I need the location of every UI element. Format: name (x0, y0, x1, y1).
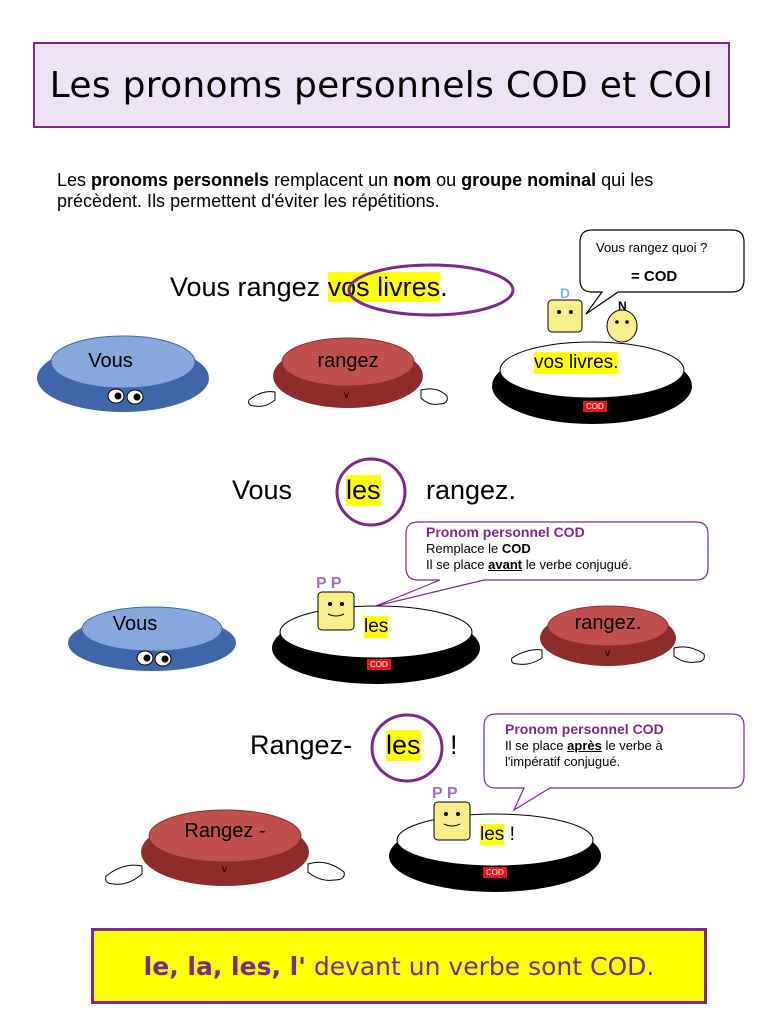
bubble-2-bold-underline: avant (488, 557, 523, 572)
circle-vos-livres (347, 263, 515, 317)
sentence-3-b: ! (450, 730, 458, 760)
blue-disc-shape (68, 606, 236, 671)
object-disc-shape (389, 813, 601, 892)
red-disc-shape (511, 605, 705, 666)
bubble-3-title: Pronom personnel COD (505, 721, 664, 737)
right-hand-icon (420, 388, 448, 405)
svg-text:D: D (560, 286, 570, 301)
disc-subject-1: Vous (36, 330, 211, 414)
disc-pronoun-3-label: les ! (480, 824, 515, 846)
speech-bubble-2 (375, 521, 709, 607)
disc-pronoun-3: les ! COD (388, 808, 602, 894)
page-title: Les pronoms personnels COD et COI (49, 64, 714, 106)
cod-tag: COD (482, 866, 508, 879)
eyes-icon (136, 650, 172, 667)
sentence-1: Vous rangez vos livres. (170, 272, 448, 303)
disc-verb-3: Rangez - v (102, 806, 348, 890)
disc-subject-2: Vous (67, 603, 237, 675)
bubble-2-text: le verbe conjugué. (522, 557, 632, 572)
left-hand-icon (511, 649, 543, 665)
intro-text: qui les précèdent. Ils permettent d'évit… (57, 170, 654, 211)
bubble-3-line-1: Il se place après le verbe à (505, 738, 663, 754)
sentence-3-highlight: les (386, 730, 421, 761)
svg-text:N: N (618, 299, 627, 313)
disc-object-1-label: vos livres. (534, 352, 619, 374)
disc-verb-2-label: rangez. (574, 612, 642, 634)
bubble-3-text: Il se place (505, 738, 568, 753)
disc-pronoun-3-les: les (480, 824, 505, 845)
sentence-1-start: Vous rangez (170, 272, 328, 302)
sentence-2-a: Vous (232, 475, 293, 505)
summary-rest: devant un verbe sont COD. (305, 951, 655, 981)
summary-text: le, la, les, l' devant un verbe sont COD… (144, 952, 655, 981)
disc-subject-2-label: Vous (112, 613, 158, 635)
disc-pronoun-2: les COD (270, 598, 482, 686)
bubble-3-bold-underline: après (567, 738, 602, 753)
blue-disc-shape (37, 335, 209, 412)
speech-bubble-3 (483, 713, 745, 812)
left-hand-icon (248, 391, 276, 407)
cod-tag: COD (582, 400, 608, 413)
bubble-3-text: le verbe à (601, 738, 663, 753)
disc-pronoun-2-label: les (364, 616, 389, 638)
pronom-character-icon: P P (432, 785, 471, 841)
disc-verb-2: rangez. v (508, 600, 708, 672)
disc-pronoun-3-excl: ! (509, 824, 515, 845)
pronom-character-icon: P P (316, 575, 355, 631)
object-disc-shape (272, 605, 480, 684)
disc-subject-1-label: Vous (88, 350, 133, 372)
intro-bold-groupe: groupe nominal (461, 170, 597, 190)
eyes-icon (107, 388, 144, 405)
disc-verb-1-label: rangez (317, 350, 379, 372)
disc-verb-1: rangez v (243, 334, 453, 414)
bubble-1-question: Vous rangez quoi ? (596, 240, 708, 255)
intro-bold-nom: nom (393, 170, 432, 190)
bubble-1-answer: = COD (631, 268, 678, 285)
title-box: Les pronoms personnels COD et COI (33, 42, 730, 128)
bubble-2-title: Pronom personnel COD (426, 524, 585, 540)
summary-box: le, la, les, l' devant un verbe sont COD… (91, 928, 707, 1004)
sentence-3-a: Rangez- (250, 730, 353, 760)
verb-mark: v (222, 864, 227, 875)
intro-text: remplacent un (269, 170, 394, 190)
summary-bold: le, la, les, l' (143, 951, 306, 981)
intro-text: Les (57, 170, 92, 190)
disc-object-1: vos livres. COD (490, 334, 694, 426)
intro-text: ou (431, 170, 462, 190)
sentence-2-b: rangez. (426, 475, 517, 505)
verb-mark: v (344, 390, 349, 401)
right-hand-icon (673, 646, 705, 663)
disc-verb-3-label: Rangez - (184, 820, 266, 842)
sentence-1-highlight: vos livres (327, 272, 441, 302)
pp-letters: P P (316, 575, 342, 592)
bubble-3-line-2: l'impératif conjugué. (505, 754, 621, 769)
circle-les-3 (370, 713, 444, 783)
sentence-1-end: . (440, 272, 448, 302)
bubble-2-line-2: Il se place avant le verbe conjugué. (426, 557, 632, 573)
intro-bold-pronoms: pronoms personnels (91, 170, 270, 190)
bubble-2-text: Il se place (426, 557, 489, 572)
verb-mark: v (605, 648, 610, 659)
red-disc-shape (105, 809, 345, 886)
bubble-2-bold: COD (501, 541, 531, 556)
cod-tag: COD (366, 658, 392, 671)
bubble-2-line-1: Remplace le COD (426, 541, 531, 557)
bubble-2-text: Remplace le (426, 541, 502, 556)
sentence-2-highlight: les (346, 475, 381, 506)
red-disc-shape (248, 337, 448, 408)
pp-letters: P P (432, 785, 458, 802)
speech-bubble-1 (579, 229, 745, 315)
intro-paragraph: Les pronoms personnels remplacent un nom… (57, 170, 737, 212)
circle-les-2 (335, 457, 407, 527)
left-hand-icon (105, 864, 143, 885)
determinant-nom-characters-icon: D N (547, 286, 638, 343)
right-hand-icon (307, 861, 345, 881)
